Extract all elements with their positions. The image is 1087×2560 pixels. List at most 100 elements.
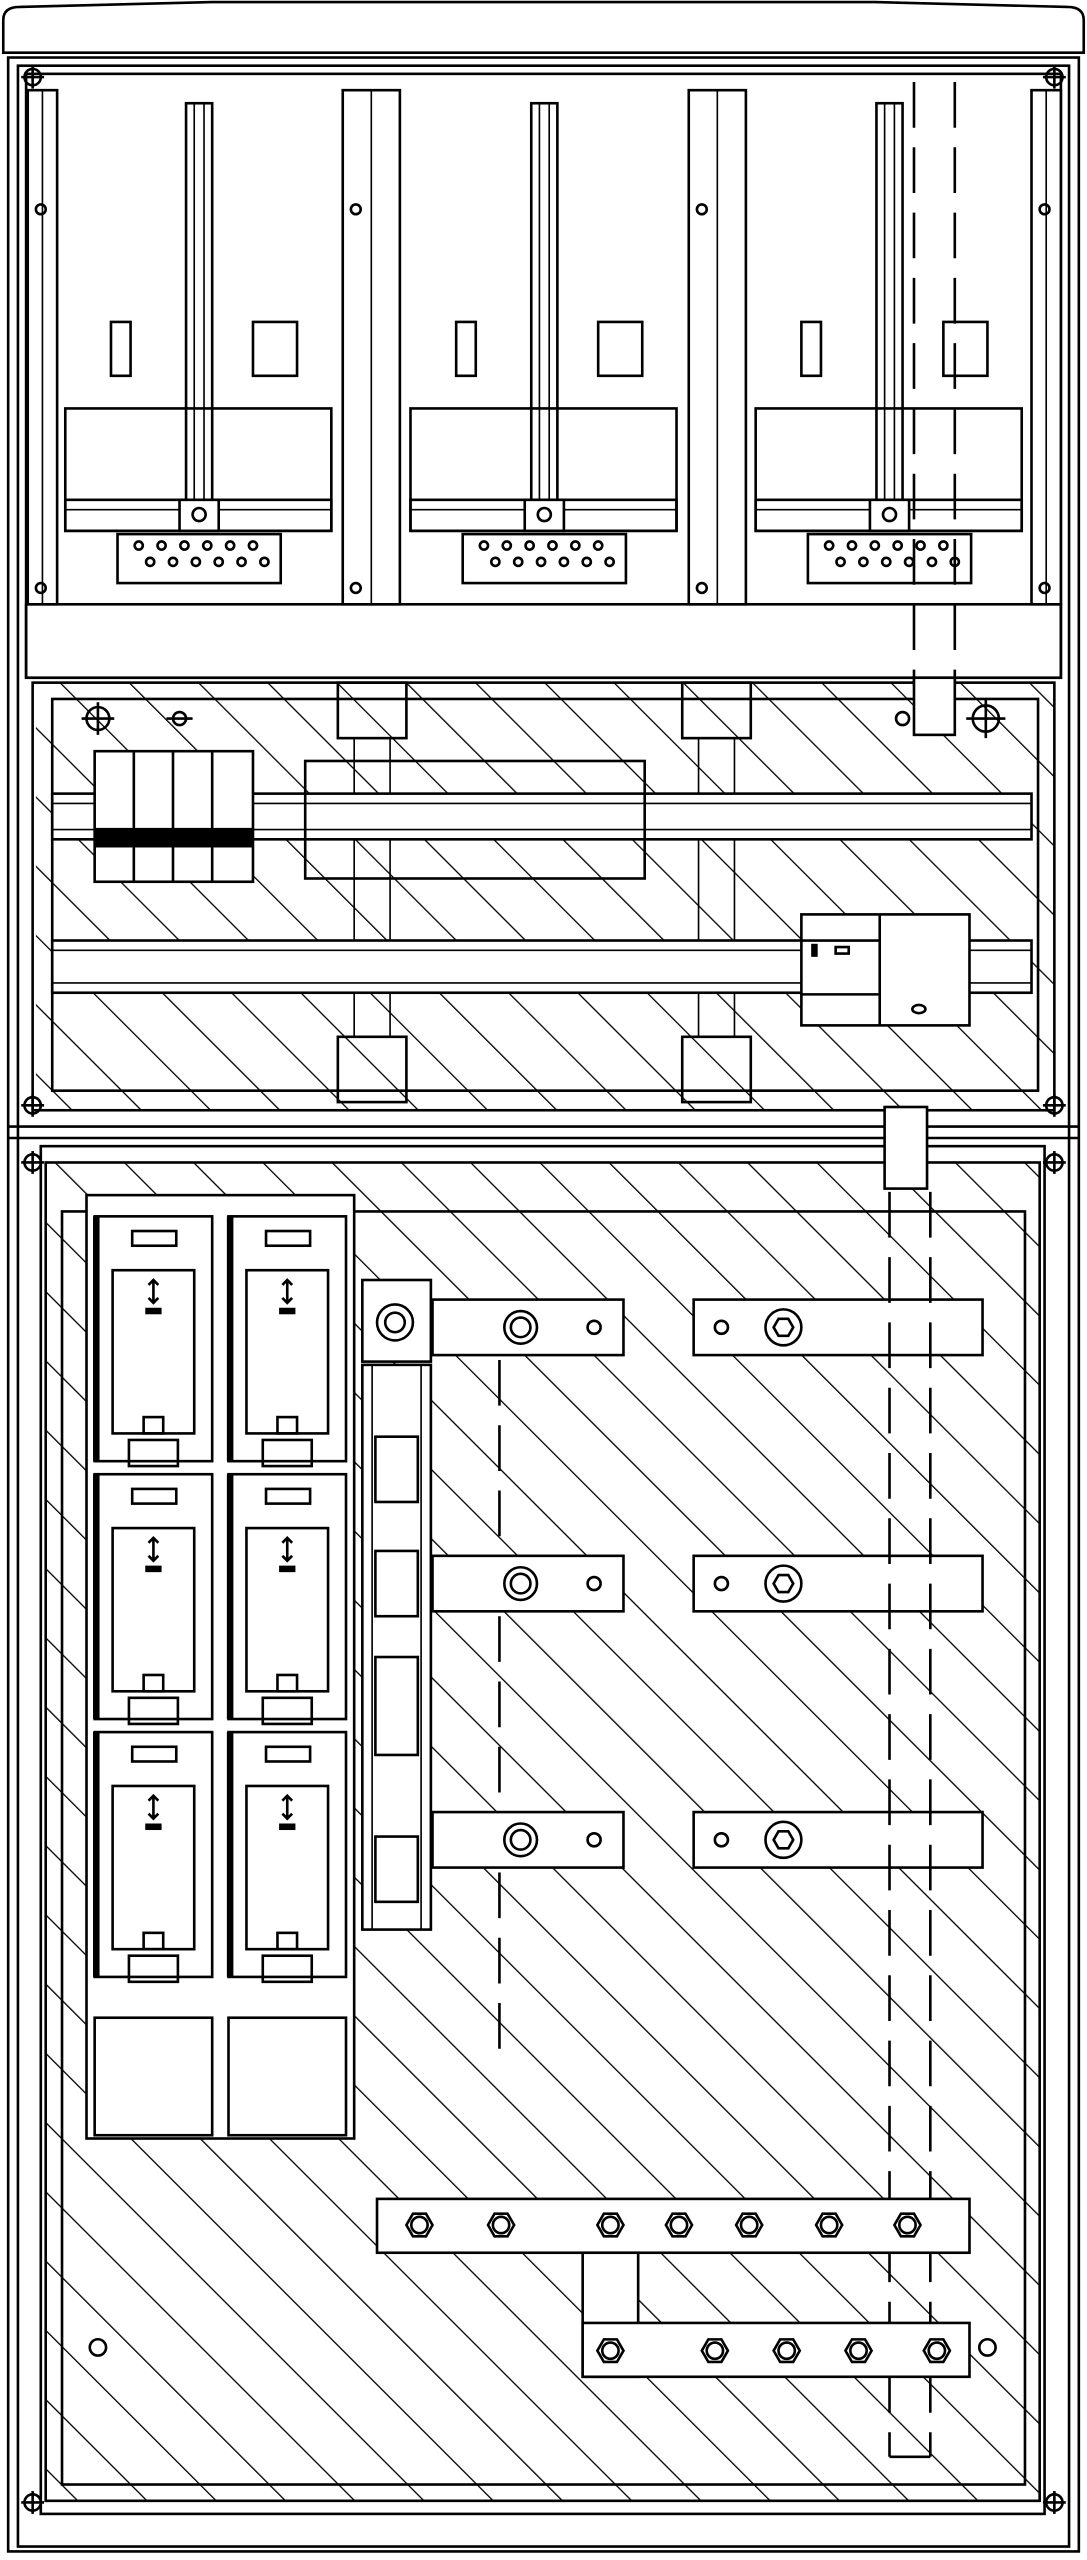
terminal-dot [156, 540, 167, 551]
fuse-terminal [261, 1438, 314, 1468]
bolt-icon [509, 1316, 532, 1339]
terminal-dot [858, 556, 869, 568]
bolt-icon [509, 1572, 532, 1595]
fuse-edge [93, 1474, 100, 1720]
arrow-base [279, 1565, 296, 1573]
terminal-dot [179, 540, 190, 551]
busbar-row [431, 1298, 984, 1556]
busbar [431, 1554, 625, 1613]
terminal-dot [892, 540, 904, 551]
arrow-updown-icon [281, 1793, 294, 1821]
mounting-post [1030, 88, 1063, 606]
fuse-terminal [127, 1696, 180, 1726]
meter-bay [409, 101, 678, 585]
terminal-dot [937, 540, 949, 551]
terminal-dot [569, 540, 581, 551]
screw-icon [881, 506, 898, 523]
fuse-switch [93, 1730, 214, 1984]
screw-icon [695, 203, 709, 216]
fuse-window [264, 1487, 312, 1505]
bolt-hex-icon [892, 2212, 923, 2238]
fuse-window [130, 1745, 178, 1763]
screw-icon [88, 2337, 108, 2357]
terminal-dot [592, 540, 604, 551]
fuse-edge [226, 1732, 234, 1977]
terminal-dot [236, 556, 247, 568]
fuse-edge [226, 1216, 234, 1462]
mounting-hole-icon [81, 698, 1006, 739]
screw-icon [1038, 581, 1051, 595]
terminal-dot [259, 556, 270, 568]
terminal-cover [303, 759, 646, 880]
terminal-dot [823, 540, 835, 551]
fuse-latch [142, 1415, 165, 1435]
arrow-base [145, 1307, 162, 1315]
terminal-dot [247, 540, 259, 551]
fuse-latch [142, 1673, 165, 1693]
terminal-dot [512, 556, 524, 568]
bolt-icon [503, 1822, 539, 1858]
busbar-row [431, 1554, 984, 1813]
bolt-hole [705, 2341, 725, 2361]
busbar [692, 1554, 984, 1613]
bolt-hole [927, 2341, 947, 2361]
terminal-dot [835, 556, 846, 568]
inner-housing [16, 64, 1071, 2548]
bolt-hex-icon [772, 1573, 795, 1594]
bolt-hole [491, 2215, 511, 2235]
terminal-dot [604, 556, 615, 568]
bolt-hex-icon [486, 2212, 516, 2238]
main-fuse-section [39, 1105, 1046, 2516]
terminal-dot [524, 540, 536, 551]
terminal-dot [489, 556, 501, 568]
busbar [692, 1298, 984, 1357]
terminal-dot [201, 540, 213, 551]
fuse-base-cover [93, 2016, 214, 2137]
mounting-post [341, 88, 402, 606]
arrow-base [145, 1823, 162, 1831]
fuse-latch [142, 1931, 165, 1951]
cable-duct [912, 676, 957, 737]
fuse-latch [276, 1415, 299, 1435]
busbar [692, 1810, 984, 1869]
terminal-block [116, 532, 283, 585]
din-rail-vertical [875, 101, 904, 505]
screw-icon [713, 1831, 730, 1848]
bolt-icon [503, 1309, 539, 1345]
fuse-edge [93, 1732, 100, 1977]
meter-hook [109, 320, 132, 378]
terminal-dot [547, 540, 558, 551]
fuse-window [130, 1487, 178, 1505]
terminal-block [461, 532, 628, 585]
screw-icon [695, 581, 709, 595]
bolt-icon [503, 1565, 539, 1602]
terminal-dot [846, 540, 858, 551]
bolt-hole [600, 2215, 620, 2235]
screw-icon [191, 506, 207, 523]
bolt-hex-icon [814, 2212, 844, 2238]
terminal-dot [478, 540, 490, 551]
screw-icon [34, 581, 48, 595]
screw-icon [586, 1319, 602, 1336]
outer-housing [6, 56, 1081, 2553]
fuse-latch [276, 1931, 299, 1951]
rail-clamp [178, 498, 221, 533]
bolt-hex-icon [734, 2212, 764, 2238]
mounting-post [687, 88, 748, 606]
bolt-icon [764, 1564, 803, 1603]
bolt-hex-icon [922, 2338, 952, 2364]
bolt-hole [849, 2341, 868, 2361]
bolt-hex-icon [772, 1830, 795, 1850]
bolt-hole [777, 2341, 797, 2361]
bolt-hole [669, 2215, 689, 2235]
cover-strip [24, 602, 1063, 680]
fuse-window [264, 1745, 312, 1763]
terminal-dot [558, 556, 570, 568]
meter-hook [251, 320, 299, 378]
bolt-hex-icon [843, 2338, 874, 2364]
screw-icon [586, 1575, 602, 1592]
fuse-latch [276, 1673, 299, 1693]
pen-busbars [375, 2197, 971, 2379]
fuse-edge [93, 1216, 100, 1462]
terminal-dot [869, 540, 881, 551]
